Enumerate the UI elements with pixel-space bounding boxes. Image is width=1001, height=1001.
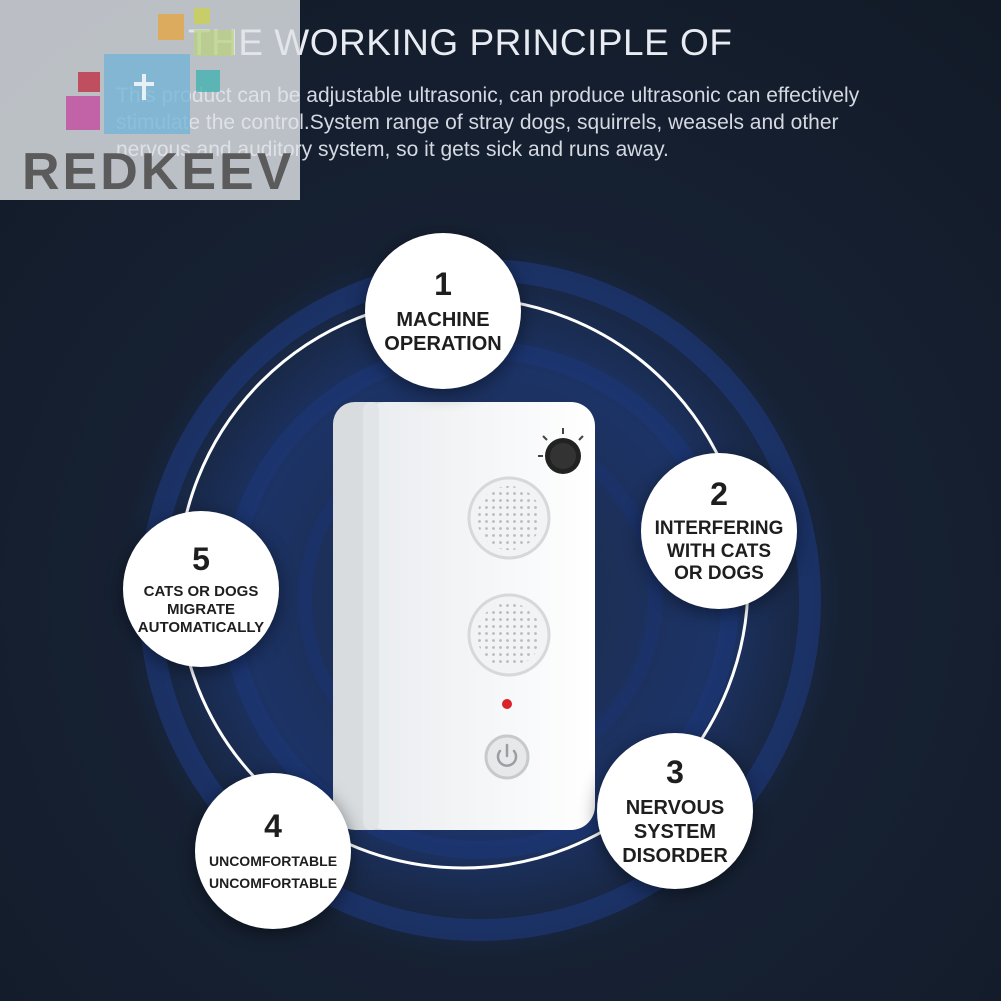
step-badge-2: 2 INTERFERING WITH CATS OR DOGS bbox=[641, 453, 797, 609]
step-label: MACHINE OPERATION bbox=[384, 309, 502, 355]
brand-name: REDKEEV bbox=[22, 143, 295, 201]
volume-knob-icon bbox=[538, 428, 584, 474]
step-label: UNCOMFORTABLE UNCOMFORTABLE bbox=[208, 852, 338, 891]
step-number: 4 bbox=[264, 807, 282, 844]
ultrasonic-repeller-device bbox=[333, 402, 595, 830]
page-title: THE WORKING PRINCIPLE OF bbox=[188, 22, 733, 63]
step-number: 1 bbox=[434, 266, 452, 302]
step-label: CATS OR DOGS MIGRATE AUTOMATICALLY bbox=[137, 583, 265, 636]
speaker-grille-icon bbox=[467, 593, 551, 677]
step-number: 2 bbox=[710, 475, 728, 512]
step-badge-3: 3 NERVOUS SYSTEM DISORDER bbox=[597, 733, 753, 889]
brand-watermark: REDKEEV bbox=[0, 0, 300, 201]
step-badge-5: 5 CATS OR DOGS MIGRATE AUTOMATICALLY bbox=[123, 511, 279, 667]
step-badge-1: 1 MACHINE OPERATION bbox=[365, 233, 521, 389]
step-label: NERVOUS SYSTEM DISORDER bbox=[622, 797, 728, 867]
power-icon bbox=[484, 734, 530, 780]
step-label: INTERFERING WITH CATS OR DOGS bbox=[654, 517, 784, 585]
step-number: 3 bbox=[666, 754, 684, 790]
step-number: 5 bbox=[192, 541, 210, 577]
brand-logo-icon bbox=[66, 8, 234, 134]
step-badge-4: 4 UNCOMFORTABLE UNCOMFORTABLE bbox=[195, 773, 351, 929]
speaker-grille-icon bbox=[467, 476, 551, 560]
status-led bbox=[502, 699, 512, 709]
